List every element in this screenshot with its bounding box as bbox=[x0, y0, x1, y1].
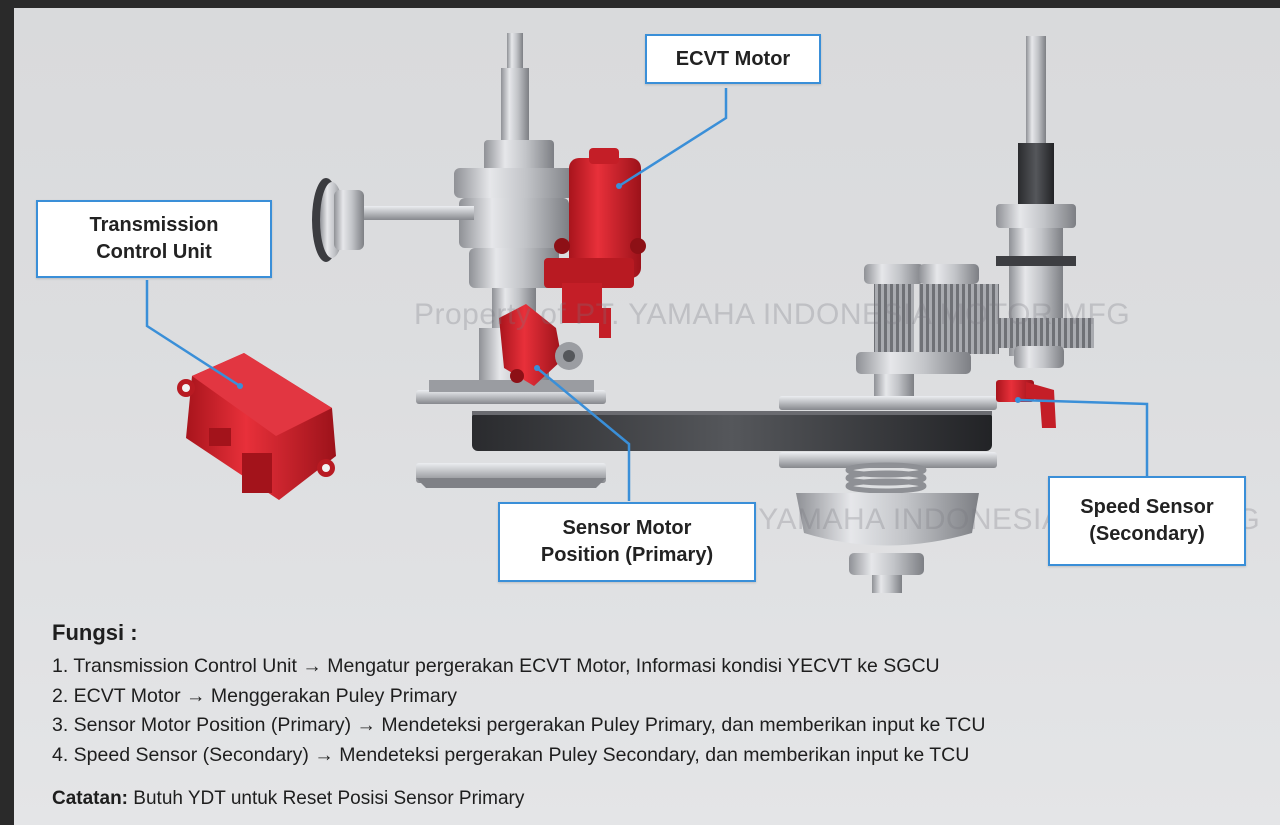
callout-speed-sensor: Speed Sensor (Secondary) bbox=[1048, 476, 1246, 566]
catatan-text: Butuh YDT untuk Reset Posisi Sensor Prim… bbox=[128, 788, 524, 809]
callout-speed-sensor-line1: Speed Sensor bbox=[1080, 494, 1213, 521]
callout-sensor-motor-line1: Sensor Motor bbox=[541, 515, 713, 542]
drive-belt bbox=[472, 411, 992, 451]
callout-ecvt-motor: ECVT Motor bbox=[645, 34, 821, 84]
fungsi-item: 3. Sensor Motor Position (Primary) → Men… bbox=[52, 711, 1252, 741]
fungsi-item: 1. Transmission Control Unit → Mengatur … bbox=[52, 652, 1252, 682]
fungsi-list: 1. Transmission Control Unit → Mengatur … bbox=[52, 652, 1252, 770]
callout-ecvt-motor-label: ECVT Motor bbox=[676, 46, 790, 73]
tcu-unit bbox=[177, 353, 336, 500]
fungsi-item: 4. Speed Sensor (Secondary) → Mendeteksi… bbox=[52, 741, 1252, 771]
function-notes: Fungsi : 1. Transmission Control Unit → … bbox=[52, 620, 1252, 810]
fungsi-item: 2. ECVT Motor → Menggerakan Puley Primar… bbox=[52, 682, 1252, 712]
catatan-note: Catatan: Butuh YDT untuk Reset Posisi Se… bbox=[52, 788, 1252, 810]
callout-sensor-motor: Sensor Motor Position (Primary) bbox=[498, 502, 756, 582]
callout-tcu-line2: Control Unit bbox=[90, 239, 219, 266]
callout-sensor-motor-line2: Position (Primary) bbox=[541, 542, 713, 569]
fungsi-title: Fungsi : bbox=[52, 620, 1252, 646]
callout-tcu: Transmission Control Unit bbox=[36, 200, 272, 278]
slide: Property of PT. YAMAHA INDONESIA MOTOR M… bbox=[14, 8, 1280, 825]
callout-tcu-line1: Transmission bbox=[90, 212, 219, 239]
catatan-label: Catatan: bbox=[52, 788, 128, 809]
speed-sensor-unit bbox=[996, 380, 1056, 428]
watermark-top: Property of PT. YAMAHA INDONESIA MOTOR M… bbox=[414, 298, 1130, 332]
callout-speed-sensor-line2: (Secondary) bbox=[1080, 521, 1213, 548]
leader-speed-sensor bbox=[1018, 400, 1147, 476]
